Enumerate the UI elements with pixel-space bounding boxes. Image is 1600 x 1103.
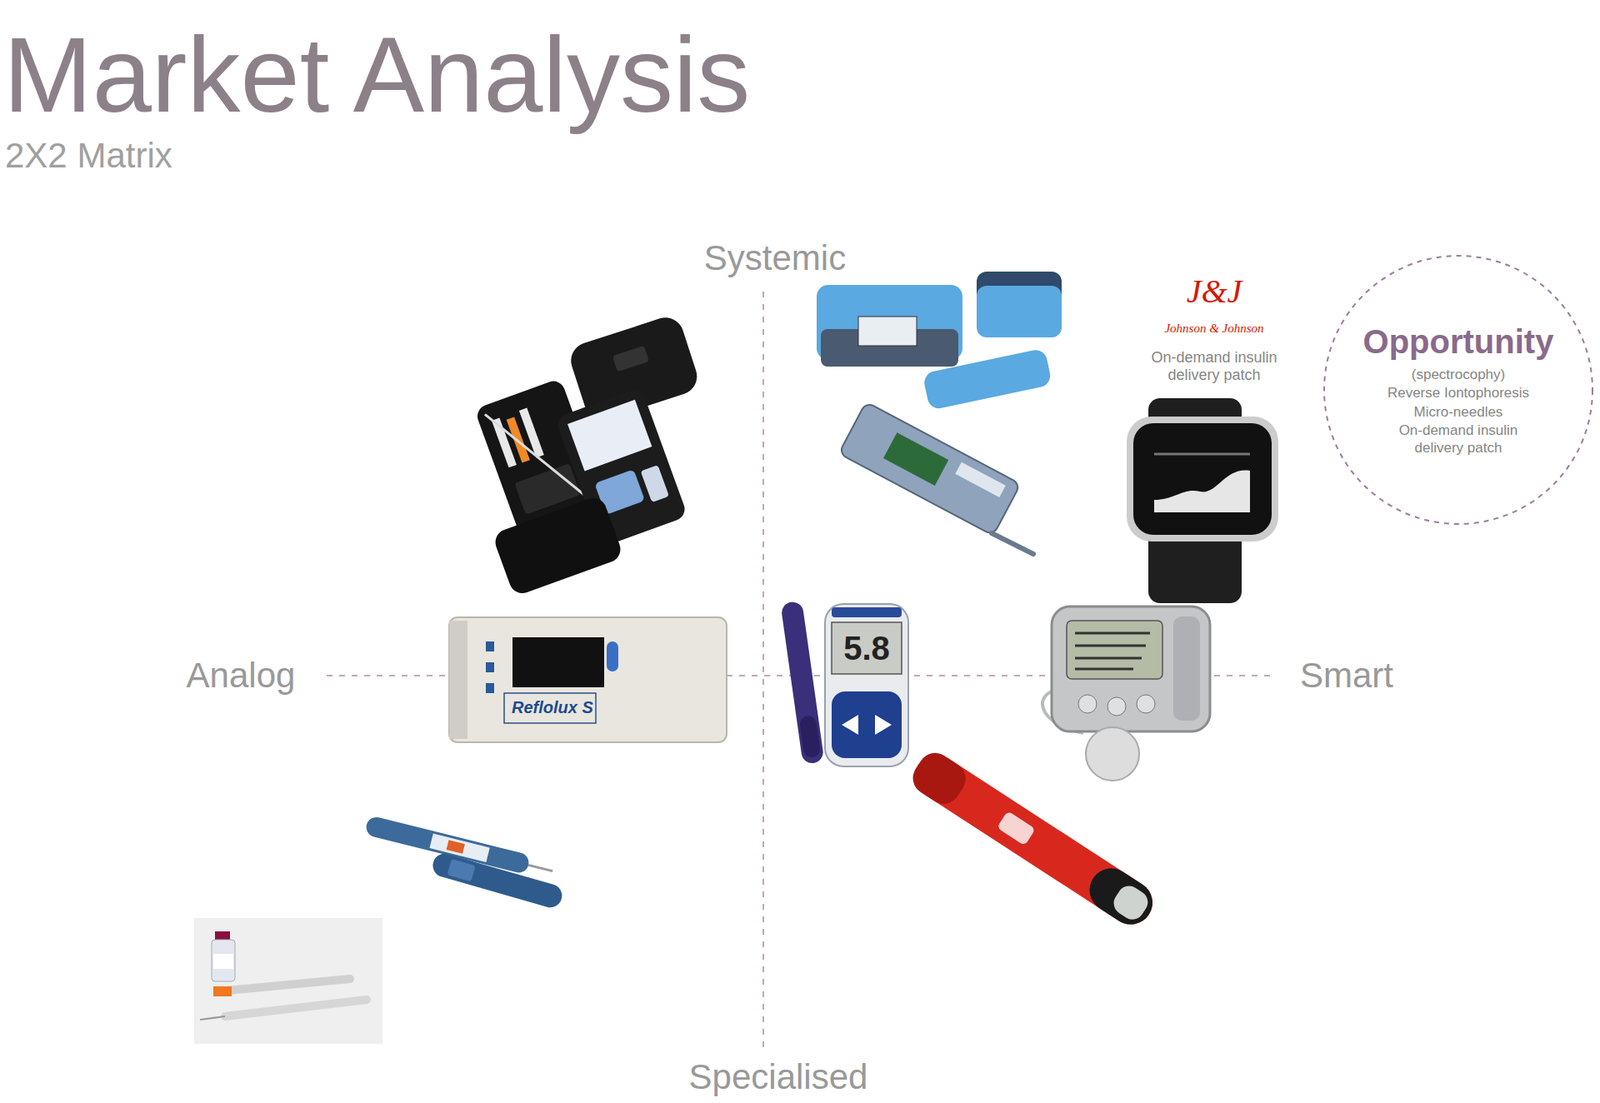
insulin-pump-part — [1075, 632, 1150, 635]
smart-insulin-pen-part — [1109, 881, 1152, 925]
display-reading: 5.8 — [841, 629, 892, 668]
insulin-pump-part — [1107, 697, 1126, 716]
vial-and-syringes-part — [194, 918, 383, 1045]
subtitle: 2X2 Matrix — [5, 135, 173, 176]
reflolux-meter-part — [485, 683, 495, 694]
dashed-circle-outline — [1324, 255, 1593, 525]
smart-watch-part — [1126, 416, 1279, 542]
opportunity-item: Reverse Iontophoresis — [1387, 385, 1530, 402]
reflolux-meter-part — [485, 662, 495, 673]
brand-name: Johnson & Johnson — [1164, 321, 1264, 336]
vial-and-syringes-part — [211, 940, 235, 982]
supply-case-part — [567, 400, 652, 472]
product-note: On-demand insulin delivery patch — [1130, 349, 1298, 384]
patch-pumps-part — [858, 316, 917, 346]
smart-insulin-pen-part — [996, 810, 1036, 846]
patch-pumps-part — [883, 432, 949, 486]
page-title: Market Analysis — [3, 21, 750, 129]
patch-pumps-part — [955, 462, 1005, 498]
insulin-pump-part — [1078, 695, 1097, 714]
supply-case-part — [612, 345, 650, 372]
brand-logo: J&J — [1186, 272, 1243, 311]
axis-label: Specialised — [689, 1057, 869, 1098]
vial-and-syringes-part — [218, 979, 350, 992]
lancing-device-part — [780, 600, 825, 765]
reflolux-meter-part — [449, 617, 727, 743]
vial-and-syringes — [194, 918, 383, 1045]
axis-label: Systemic — [704, 238, 846, 279]
opportunity-circle: Opportunity (spectrocophy)Reverse Iontoph… — [1322, 254, 1595, 526]
vial-and-syringes-part — [225, 1000, 367, 1017]
vial-and-syringes-part — [200, 1016, 225, 1020]
patch-pumps-part — [838, 401, 1020, 535]
glucose-meter-part — [875, 715, 892, 735]
insulin-pump-part — [1075, 657, 1142, 660]
insulin-pump-part — [1051, 606, 1210, 732]
insulin-pens-part — [446, 859, 475, 882]
smart-watch-part — [1154, 453, 1250, 456]
patch-pumps-part — [922, 348, 1053, 411]
device-text: Reflolux S — [510, 698, 595, 718]
opportunity-item: (spectrocophy) — [1411, 366, 1505, 384]
patch-pumps-part — [838, 401, 1020, 535]
insulin-pens — [364, 815, 565, 910]
glucose-meter — [825, 604, 909, 767]
reflolux-meter-part — [504, 693, 596, 724]
vial-and-syringes-part — [215, 931, 230, 940]
smart-insulin-pen-part — [906, 746, 1161, 933]
reflolux-meter-part — [512, 637, 605, 688]
reflolux-meter — [449, 617, 727, 743]
patch-pumps-part — [991, 533, 1034, 555]
opportunity-item: On-demand insulin delivery patch — [1383, 422, 1534, 457]
smart-watch — [1126, 398, 1279, 604]
insulin-pump-part — [1075, 668, 1134, 671]
glucose-meter-part — [831, 622, 902, 675]
lancing-device-part — [780, 600, 825, 765]
glucose-meter-part — [841, 715, 859, 735]
supply-case-part — [491, 495, 625, 598]
insulin-pump-part — [1066, 620, 1163, 680]
supply-case-part — [491, 495, 625, 598]
vial-and-syringes-part — [213, 986, 232, 997]
insulin-pump — [1042, 606, 1210, 781]
vial-and-syringes-part — [213, 954, 234, 970]
reflolux-meter-part — [449, 620, 468, 740]
insulin-pump-part — [1075, 645, 1146, 648]
insulin-pump-part — [1085, 727, 1140, 781]
lancing-device-part — [799, 715, 822, 759]
axis-label: Smart — [1300, 655, 1394, 696]
glucose-meter-part — [825, 604, 909, 767]
vertical-axis — [762, 291, 765, 1050]
insulin-pump-part — [1173, 616, 1200, 721]
glucose-meter-part — [831, 607, 902, 618]
insulin-pens-part — [528, 865, 553, 871]
supply-case-part — [640, 465, 670, 503]
insulin-pens-part — [430, 851, 565, 911]
lancing-device — [780, 600, 825, 765]
smart-insulin-pen-part — [1081, 860, 1161, 933]
reflolux-meter-part — [606, 641, 619, 672]
axis-label: Analog — [186, 655, 296, 696]
smart-watch-part — [1154, 470, 1250, 513]
reflolux-meter-part — [485, 641, 495, 652]
insulin-pens-part — [446, 840, 465, 854]
opportunity-item: Micro-needles — [1414, 404, 1504, 421]
patch-pumps-part — [922, 348, 1053, 411]
insulin-pens-part — [430, 851, 565, 911]
supply-case-part — [519, 408, 545, 459]
patch-pumps-part — [976, 285, 1062, 338]
supply-case — [474, 313, 702, 598]
smart-watch-part — [1133, 423, 1272, 535]
smart-insulin-pen — [906, 746, 1161, 933]
insulin-pump-part — [1136, 695, 1155, 714]
patch-pumps — [816, 271, 1062, 555]
opportunity-heading: Opportunity — [1363, 321, 1555, 362]
glucose-meter-part — [831, 691, 902, 759]
smart-insulin-pen-part — [906, 746, 973, 810]
